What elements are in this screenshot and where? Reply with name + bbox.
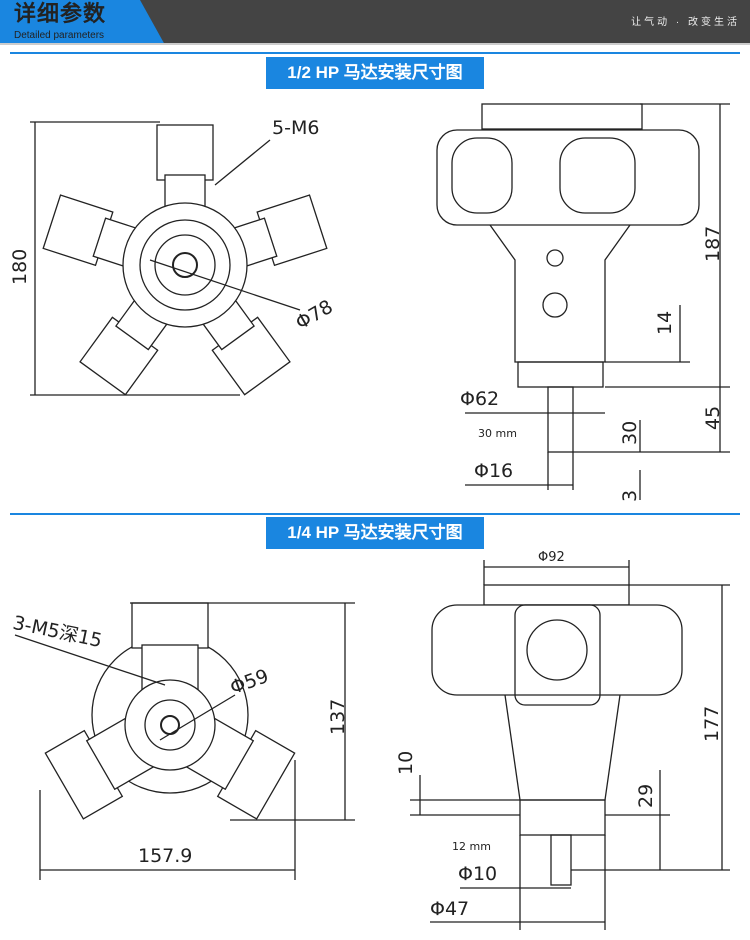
dim-width: 157.9	[138, 845, 193, 867]
dim-total-height: 177	[701, 705, 723, 742]
header-divider	[0, 43, 750, 45]
dim-30: 30	[619, 420, 641, 445]
dim-total-height: 187	[702, 225, 724, 262]
dim-body-dia: Φ62	[460, 388, 500, 410]
header-slogan: 让气动 · 改变生活	[631, 17, 740, 28]
dim-10: 10	[395, 750, 417, 775]
dim-shaft-dia: Φ16	[474, 460, 514, 482]
dim-shaft-dia: Φ10	[458, 863, 498, 885]
dim-top-dia: Φ92	[538, 550, 565, 565]
header-accent	[0, 0, 165, 45]
section-title-quarter-hp: 1/4 HP 马达安装尺寸图	[266, 517, 484, 549]
dim-height: 137	[327, 698, 349, 735]
dim-45: 45	[702, 405, 724, 430]
dim-body-dia: Φ47	[430, 898, 470, 920]
dim-3: 3	[619, 489, 641, 502]
dim-14: 14	[654, 310, 676, 335]
header-title: 详细参数	[14, 1, 107, 26]
quarter-hp-front-view	[44, 602, 296, 820]
dim-thread: 5-M6	[272, 117, 320, 139]
dim-shaft-len: 30 mm	[478, 427, 517, 440]
section-title-half-hp: 1/2 HP 马达安装尺寸图	[266, 57, 484, 89]
quarter-hp-side-view	[431, 584, 683, 886]
dim-shaft-len: 12 mm	[452, 840, 491, 853]
half-hp-front-view	[42, 124, 328, 396]
section-rule	[10, 52, 740, 54]
header-subtitle: Detailed parameters	[14, 30, 105, 41]
dim-height: 180	[9, 248, 31, 285]
dim-29: 29	[635, 783, 657, 808]
section-rule	[10, 513, 740, 515]
half-hp-side-view	[436, 103, 700, 453]
